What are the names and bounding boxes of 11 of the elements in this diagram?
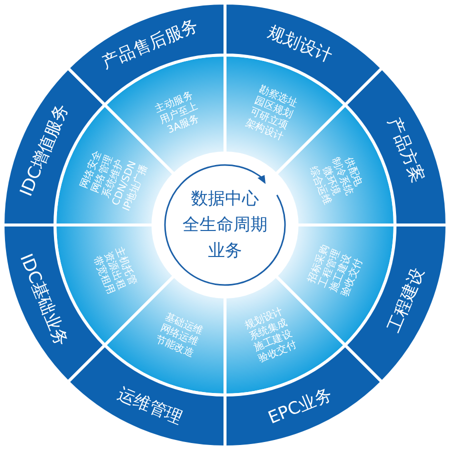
center-title: 全生命周期 <box>182 214 268 237</box>
segment-title: 产品方案 <box>382 114 429 186</box>
segment-title: 运维管理 <box>114 383 186 430</box>
segment-title: EPC业务 <box>264 384 336 430</box>
segment-title: 产品售后服务 <box>98 14 202 74</box>
segment-title: 规划设计 <box>264 21 336 68</box>
segment-title: 工程建设 <box>383 264 430 336</box>
segment-title: IDC增值服务 <box>15 100 74 200</box>
segment-title: IDC基础业务 <box>14 250 72 350</box>
center-title: 数据中心 <box>191 188 259 211</box>
center-title: 业务 <box>208 240 242 263</box>
